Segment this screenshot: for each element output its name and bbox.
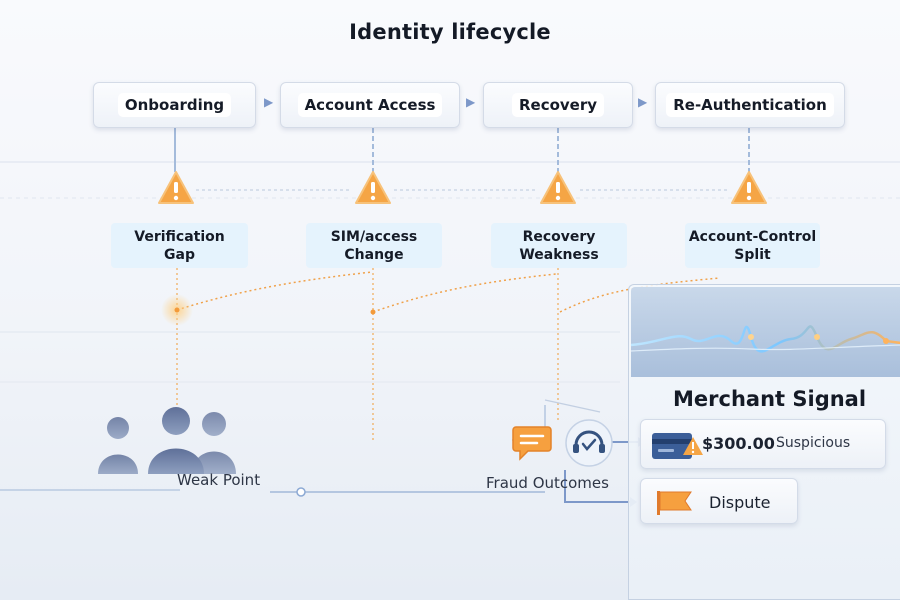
people-group-icon [98, 407, 236, 474]
arrow-right-icon: ▶ [638, 95, 648, 109]
stage-recovery: Recovery [483, 82, 633, 128]
warning-icon [540, 171, 576, 204]
weak-point-label: SIM/access Change [330, 228, 418, 263]
stage-label: Re-Authentication [666, 93, 834, 117]
suspicious-transaction-card: $300.00 Suspicious [640, 419, 886, 469]
weak-point-account-control-split: Account-Control Split [685, 223, 820, 268]
merchant-signal-title: Merchant Signal [673, 387, 867, 411]
transaction-amount: $300.00 [702, 434, 775, 453]
arrow-right-icon: ▶ [264, 95, 274, 109]
warning-icon [731, 171, 767, 204]
weak-point-sim-access-change: SIM/access Change [306, 223, 442, 268]
signal-waveform-graphic [631, 287, 900, 377]
stage-label: Recovery [511, 93, 605, 117]
stage-onboarding: Onboarding [93, 82, 256, 128]
flag-icon [657, 491, 692, 515]
dispute-label: Dispute [709, 493, 771, 512]
weak-point-label: Recovery Weakness [519, 228, 599, 263]
suspicious-tag: Suspicious [776, 435, 851, 451]
dispute-card: Dispute [640, 478, 798, 524]
warning-icon [355, 171, 391, 204]
stage-account-access: Account Access [280, 82, 460, 128]
stage-label: Onboarding [117, 93, 232, 117]
fraud-outcomes-caption: Fraud Outcomes [486, 474, 609, 492]
stage-label: Account Access [297, 93, 443, 117]
support-agent-icon [565, 419, 613, 467]
weak-point-caption: Weak Point [177, 471, 261, 489]
weak-point-label: Account-Control Split [688, 228, 817, 263]
weak-point-label: Verification Gap [134, 228, 225, 263]
chat-bubble-icon [512, 426, 552, 461]
credit-card-warning-icon [652, 433, 703, 459]
warning-icon [158, 171, 194, 204]
weak-point-recovery-weakness: Recovery Weakness [491, 223, 627, 268]
stage-re-authentication: Re-Authentication [655, 82, 845, 128]
weak-point-verification-gap: Verification Gap [111, 223, 248, 268]
diagram-title: Identity lifecycle [349, 20, 551, 44]
arrow-right-icon: ▶ [466, 95, 476, 109]
